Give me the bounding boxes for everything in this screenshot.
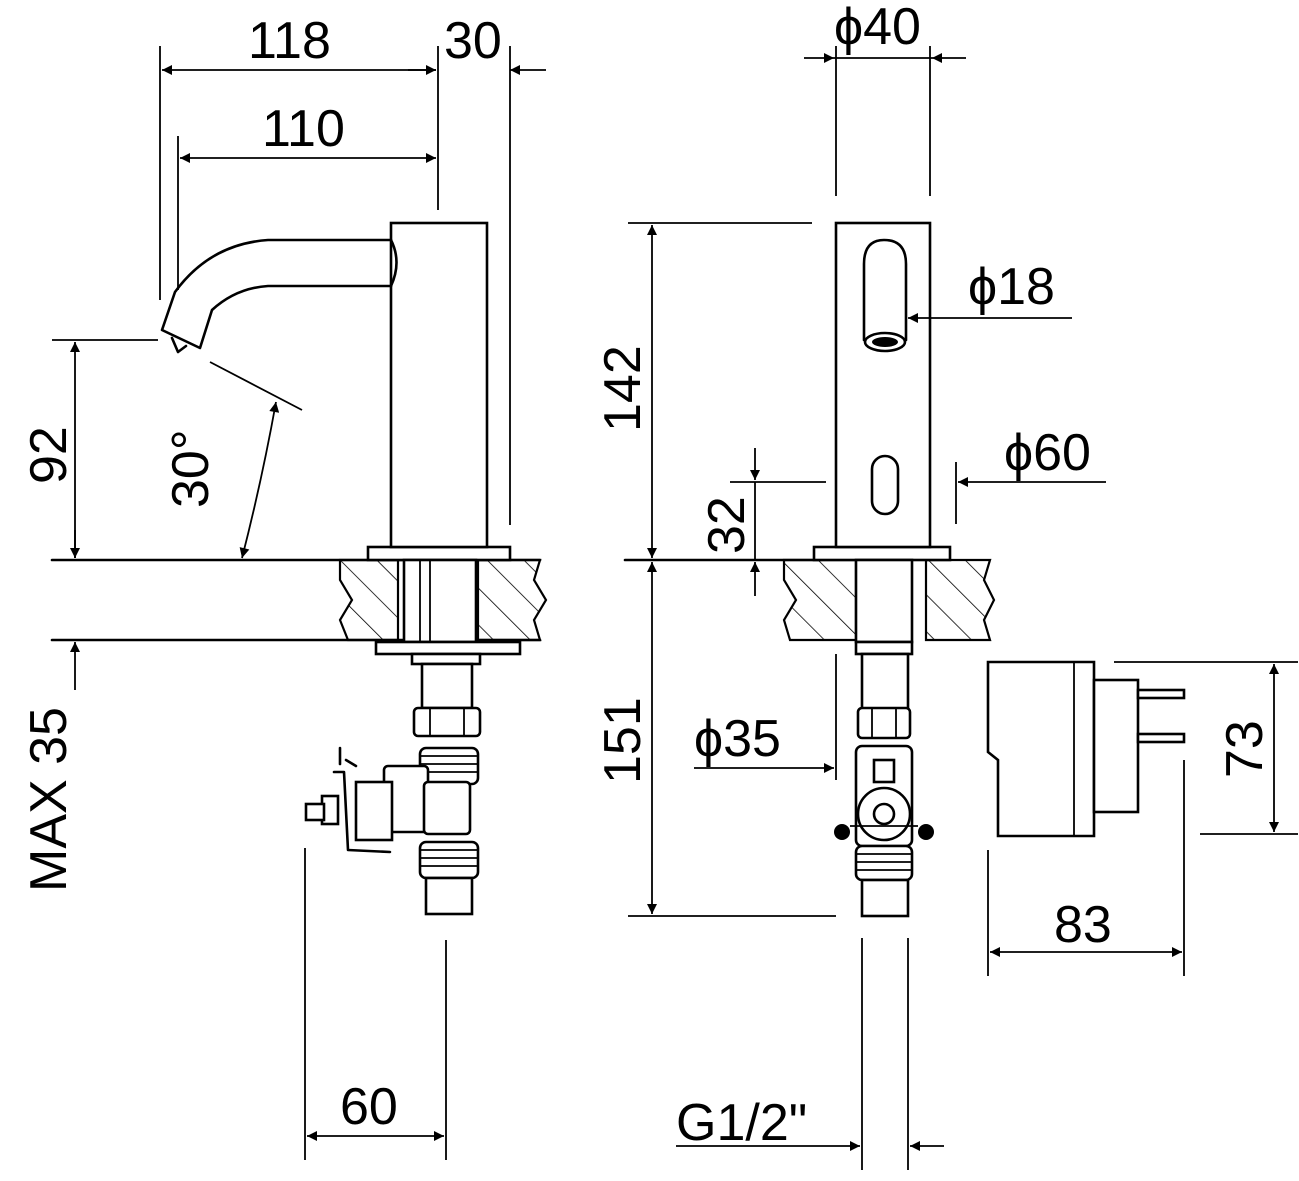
dim-phi35: ϕ35 [694,710,781,768]
counter-section-right [782,558,996,642]
dim-angle-30: 30° [162,429,220,508]
dim-110: 110 [262,100,345,158]
dim-max-35: MAX 35 [20,707,78,892]
counter-section-left [338,558,548,642]
dim-92: 92 [20,426,78,484]
thread-lower-front [854,844,914,918]
dim-83: 83 [1054,896,1112,954]
front-view [623,46,1106,1170]
dim-g12: G1/2" [676,1094,807,1152]
dim-151: 151 [594,697,652,784]
side-view [50,46,548,1160]
dim-phi40: ϕ40 [834,0,921,56]
thread-lower-left [418,840,480,916]
dim-142: 142 [594,345,652,432]
solenoid-valve-front [834,744,934,848]
dim-60: 60 [340,1078,398,1136]
power-adapter [986,660,1298,976]
solenoid-valve-left [304,746,472,854]
dim-30: 30 [444,12,502,70]
dim-73: 73 [1216,720,1274,778]
dim-32: 32 [698,496,756,554]
dim-phi60: ϕ60 [1004,424,1091,482]
dim-118: 118 [248,12,331,70]
dim-phi18: ϕ18 [968,258,1055,316]
